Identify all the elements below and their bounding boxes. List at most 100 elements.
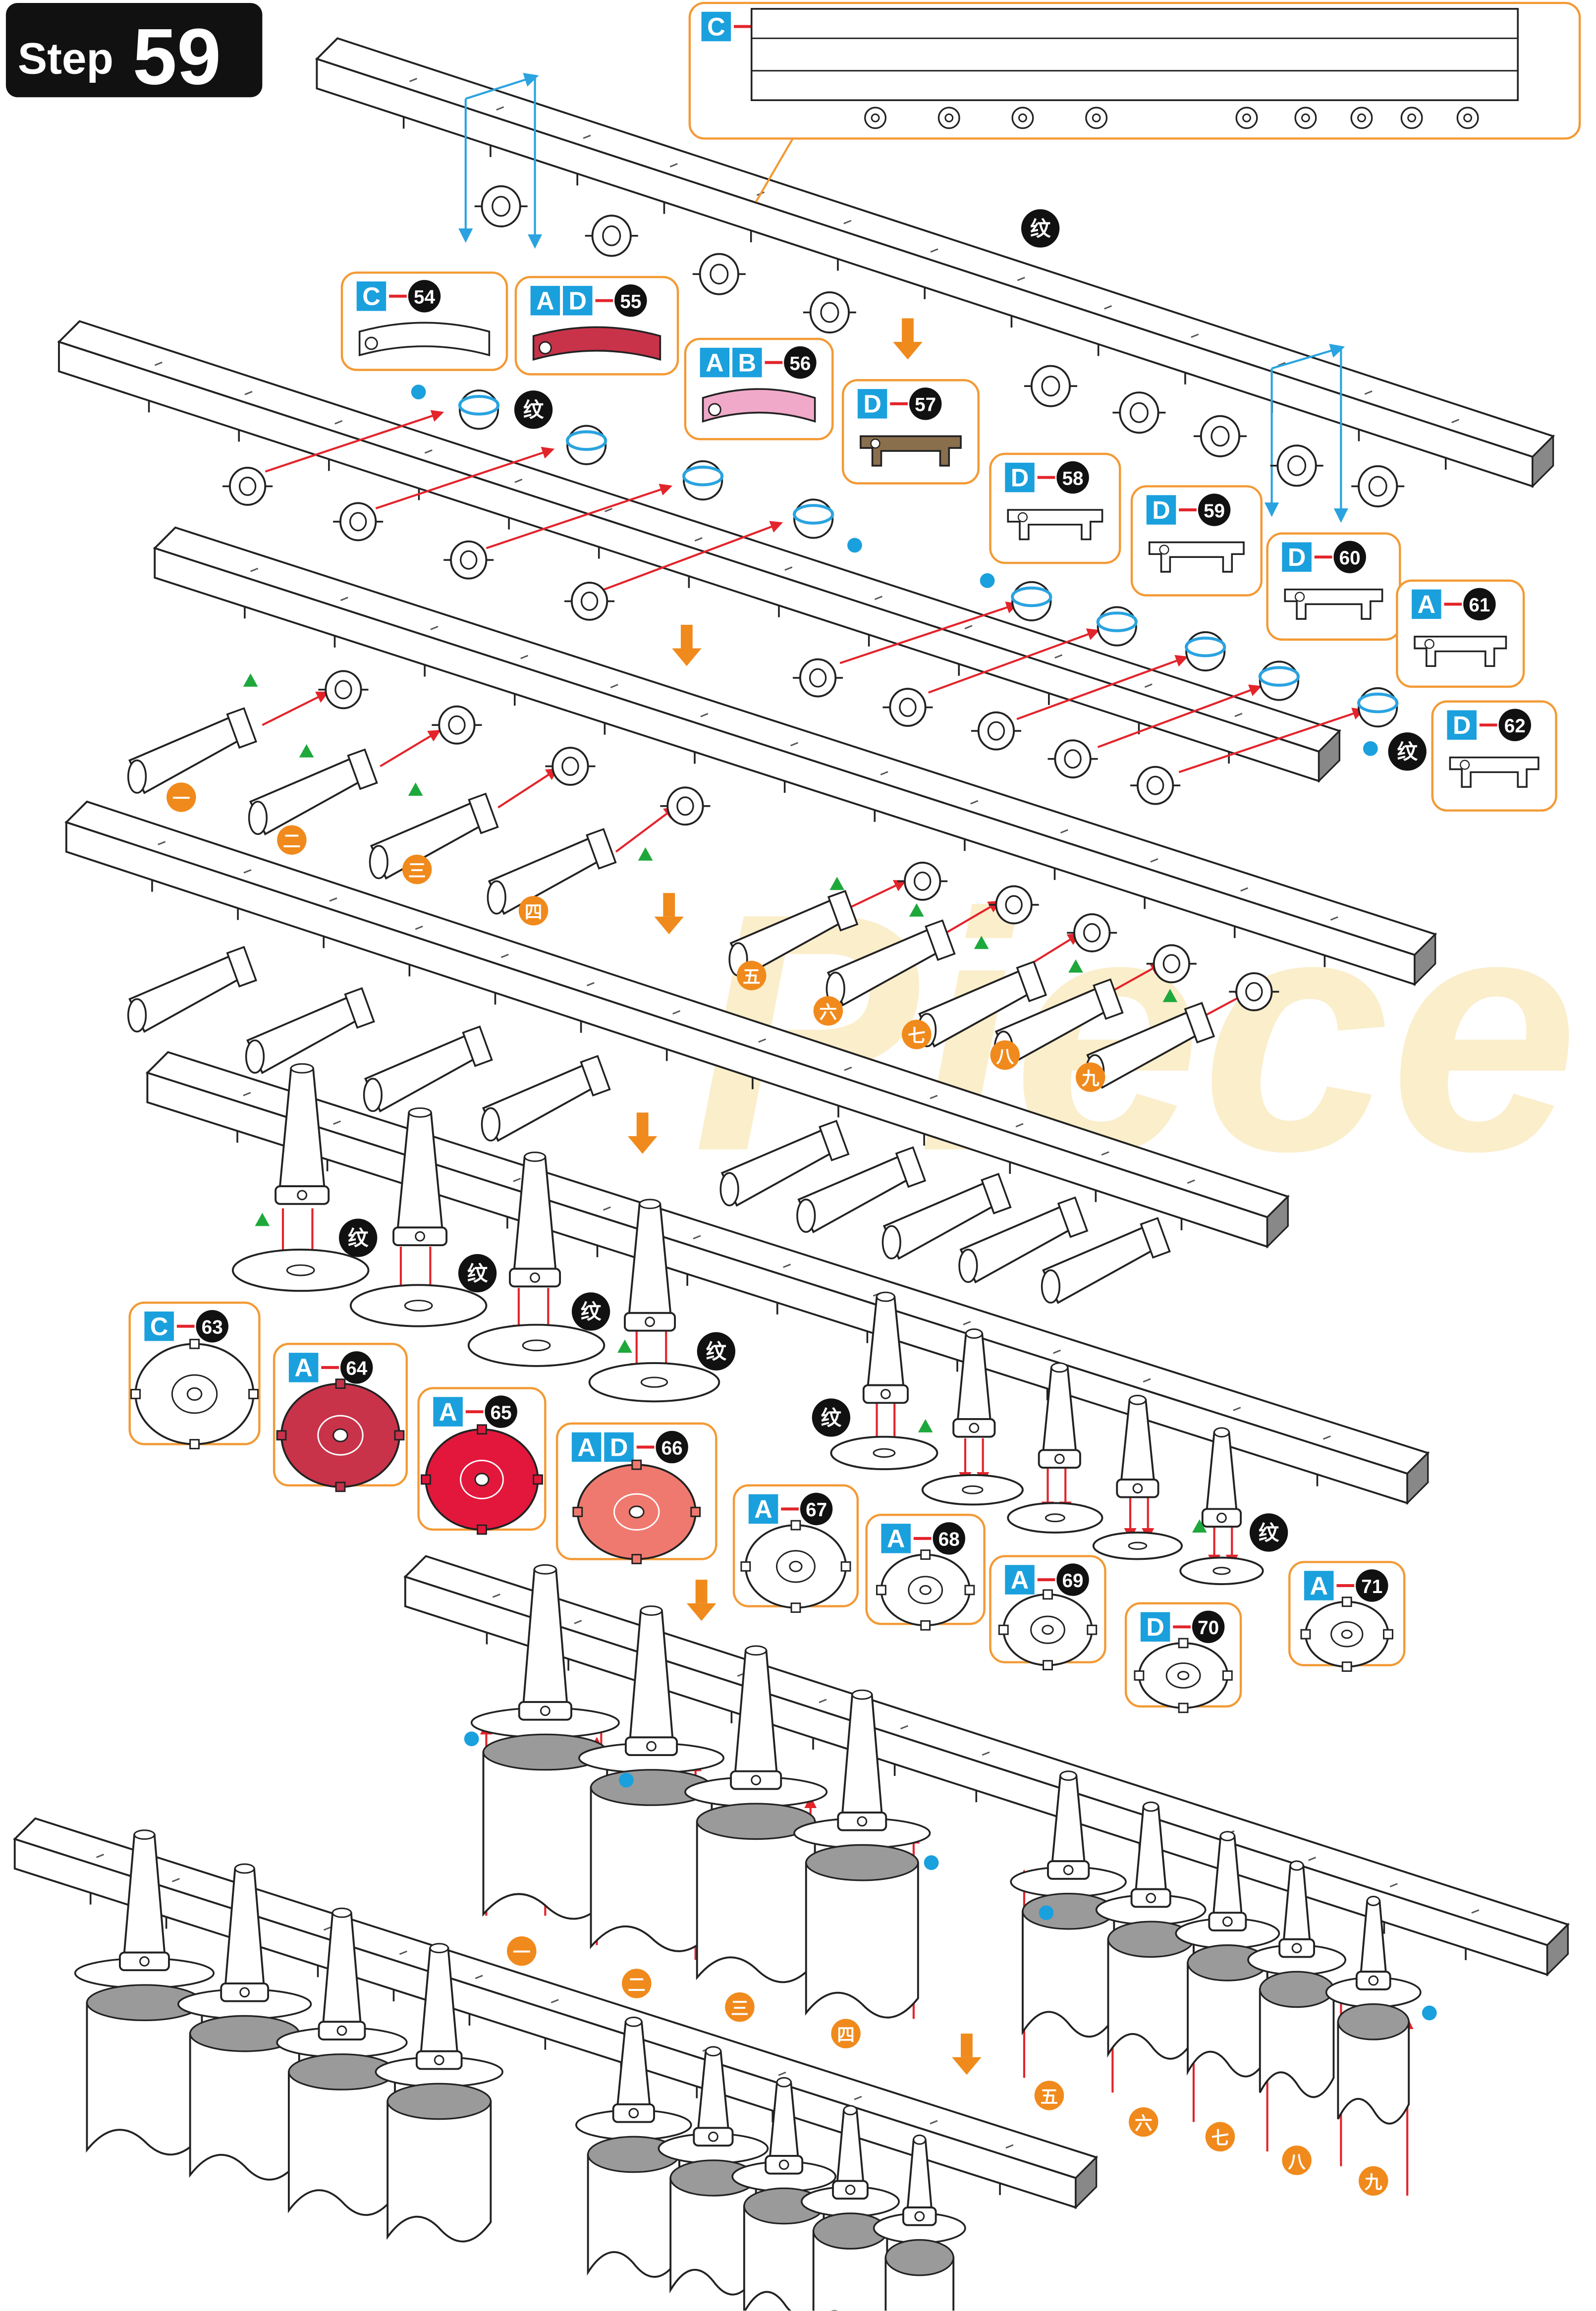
hub-inner <box>1146 775 1164 795</box>
position-label-circle <box>1034 2081 1064 2110</box>
lantern-skirt <box>812 2230 888 2311</box>
pattern-mark-circle <box>571 1292 610 1331</box>
collar-body <box>458 389 499 430</box>
blue-dot-marker <box>847 538 862 553</box>
position-label-text: 八 <box>996 1046 1014 1066</box>
lantern-cone <box>837 1689 887 1831</box>
vcone-screw <box>969 1423 980 1433</box>
cone-collar <box>347 748 378 790</box>
part-number-circle <box>408 280 441 313</box>
lantern-row4 <box>793 1817 931 2019</box>
position-label-circle <box>518 896 549 926</box>
green-triangle-marker <box>243 673 258 687</box>
lantern-row4 <box>1247 1944 1347 2098</box>
rail1-hub <box>585 215 638 257</box>
disc-row3 <box>830 1435 938 1471</box>
arrow-shaft <box>663 893 675 917</box>
hub-inner <box>1287 455 1307 476</box>
rail-slot <box>790 742 798 747</box>
lantern-cone <box>730 1645 782 1790</box>
part-number-circle <box>933 1522 965 1555</box>
collar-band <box>1185 636 1226 658</box>
disc-row3 <box>349 1284 488 1327</box>
hub-inner <box>1064 749 1082 769</box>
hub-inner <box>676 796 694 816</box>
disc-part-tab <box>189 1439 200 1449</box>
part-letter-box <box>1282 542 1312 572</box>
step-badge: Step 59 <box>5 2 263 102</box>
sheet-hub-hole <box>1407 113 1417 122</box>
part-number: 57 <box>915 394 936 416</box>
lantern-cone <box>318 1907 366 2040</box>
disc-part-tab <box>1043 1589 1053 1600</box>
disc-part-hole <box>919 1585 932 1595</box>
orange-step-arrow <box>893 318 923 360</box>
cone-tip <box>127 759 147 794</box>
lantern-opening <box>386 2083 492 2120</box>
vcone-top <box>331 1907 352 1918</box>
rail3-hub <box>432 705 482 745</box>
arrow-head <box>952 2057 982 2075</box>
rail-end-face <box>1266 1194 1289 1249</box>
part-number: 62 <box>1504 715 1526 737</box>
disc-part-tab <box>189 1338 200 1349</box>
vcone-top <box>534 1564 557 1575</box>
part-number: 69 <box>1062 1570 1084 1592</box>
arrow-shaft <box>680 624 693 649</box>
pattern-mark-badge: 纹 <box>514 390 553 429</box>
position-label-circle <box>737 961 767 990</box>
part-number: 65 <box>491 1402 512 1424</box>
disc-part-tab <box>533 1474 543 1485</box>
part-letter-box <box>1447 710 1477 740</box>
vcone-top <box>1050 1362 1069 1373</box>
cone-row2 <box>245 987 375 1074</box>
vcone-top <box>776 2077 792 2088</box>
rail-slot <box>583 134 591 139</box>
bracket-part-shape <box>1449 756 1540 788</box>
rail-slot <box>1005 2144 1014 2149</box>
position-label: 一 <box>507 1936 537 1966</box>
rail-slot <box>415 925 423 930</box>
lantern-cone <box>518 1564 572 1721</box>
blue-dot-marker <box>619 1772 634 1788</box>
rail-slot <box>1017 276 1025 281</box>
sheet-hub-hole <box>1242 113 1251 122</box>
vcone-screw <box>857 1816 868 1827</box>
lantern-final <box>873 2212 966 2311</box>
rail3-hub <box>545 747 596 786</box>
part-number: 64 <box>346 1358 367 1379</box>
part-letter-box <box>857 389 887 419</box>
cone-tip <box>958 1249 978 1283</box>
hub-inner <box>602 225 621 246</box>
sheet-hub-hole <box>944 113 954 122</box>
cone-tip <box>796 1199 816 1233</box>
position-label: 四 <box>831 2019 861 2048</box>
part-number: 56 <box>789 353 811 374</box>
disc-hole <box>1045 1513 1065 1523</box>
rail-slot <box>1389 1883 1398 1887</box>
vcone-top <box>1059 1770 1077 1781</box>
blue-dot-marker <box>1363 741 1378 756</box>
pattern-mark-circle <box>812 1398 850 1437</box>
lantern-cone <box>612 2016 655 2123</box>
rail-slot <box>880 771 888 775</box>
part-letter: A <box>439 1398 457 1426</box>
collar-body <box>793 498 834 539</box>
part-number-circle <box>1192 1610 1225 1644</box>
vcone-screw <box>1132 1483 1143 1494</box>
part-number-circle <box>1498 709 1531 741</box>
cone-row2 <box>796 1146 927 1233</box>
vcone-top <box>639 1199 661 1210</box>
callout-pointer <box>755 138 794 203</box>
cone-collar <box>462 1025 493 1067</box>
collar-band <box>793 504 834 525</box>
pattern-mark-badge: 纹 <box>339 1218 378 1257</box>
sheet-hub-hole <box>1092 113 1101 122</box>
lantern-skirt <box>590 1786 713 1952</box>
lantern-cone <box>1130 1801 1171 1908</box>
rail-slot <box>154 361 163 366</box>
cone-collar <box>226 707 257 749</box>
